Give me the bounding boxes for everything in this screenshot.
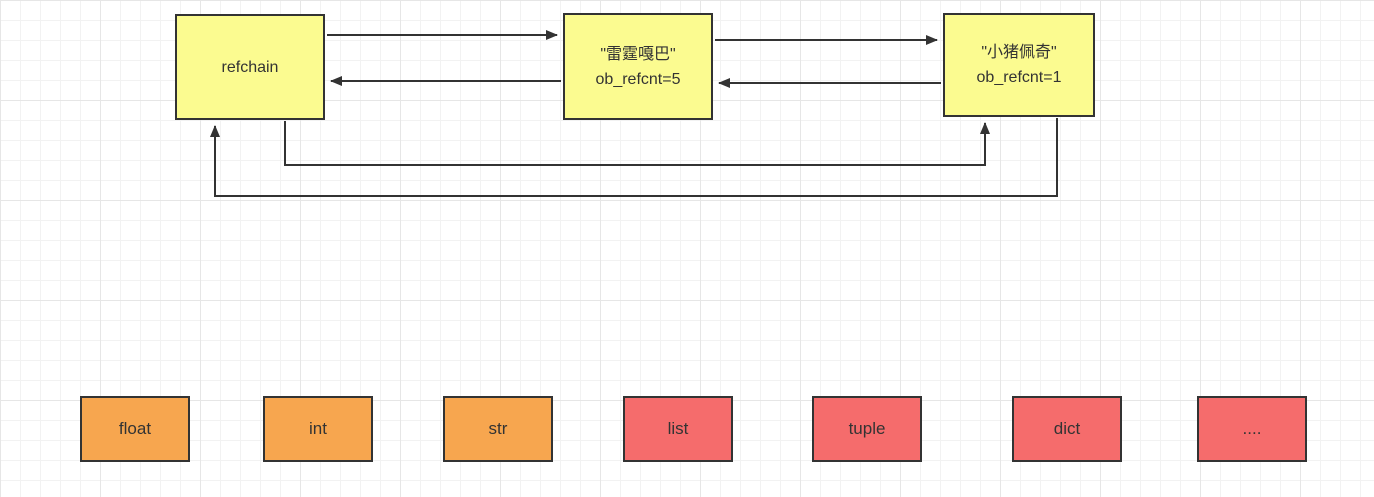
node-xiaozhu-peiqi[interactable]: "小猪佩奇" ob_refcnt=1 [943, 13, 1095, 117]
arrow-node2-loop-to-refchain [210, 118, 1058, 197]
type-box-ellipsis-label: .... [1242, 419, 1262, 438]
type-box-str-label: str [488, 419, 508, 438]
type-box-list-label: list [667, 419, 689, 438]
node-xiaozhu-peiqi-refcnt: ob_refcnt=1 [976, 69, 1062, 86]
type-box-float-label: float [118, 419, 152, 438]
type-box-dict-label: dict [1053, 419, 1081, 438]
type-box-ellipsis[interactable]: .... [1197, 396, 1307, 462]
node-refchain-label: refchain [221, 58, 279, 76]
type-box-float[interactable]: float [80, 396, 190, 462]
node-xiaozhu-peiqi-name: "小猪佩奇" [981, 44, 1057, 61]
type-box-tuple[interactable]: tuple [812, 396, 922, 462]
type-box-int[interactable]: int [263, 396, 373, 462]
node-leiting-gaba-refcnt: ob_refcnt=5 [595, 70, 681, 88]
node-refchain[interactable]: refchain [175, 14, 325, 120]
type-box-int-label: int [309, 419, 327, 438]
type-box-list[interactable]: list [623, 396, 733, 462]
type-box-dict[interactable]: dict [1012, 396, 1122, 462]
type-box-str[interactable]: str [443, 396, 553, 462]
node-leiting-gaba[interactable]: "雷霆嘎巴" ob_refcnt=5 [563, 13, 713, 120]
type-box-tuple-label: tuple [848, 419, 886, 438]
node-leiting-gaba-name: "雷霆嘎巴" [600, 45, 676, 63]
arrow-refchain-loop-to-node2 [284, 121, 990, 166]
